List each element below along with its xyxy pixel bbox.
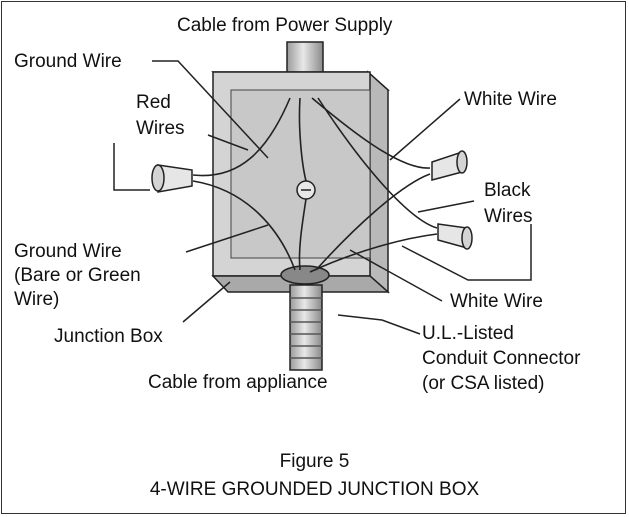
leader-red <box>207 134 249 151</box>
label-red-wires-line1: Red <box>136 92 171 113</box>
label-ground-wire-bottom-line3: Wire) <box>14 289 60 310</box>
wires <box>192 97 438 273</box>
figure-number: Figure 5 <box>279 451 350 472</box>
label-ground-wire-bottom-line1: Ground Wire <box>14 241 122 262</box>
box-cavity <box>230 89 371 259</box>
label-cable-power-supply: Cable from Power Supply <box>177 15 393 36</box>
label-conduit-line3: (or CSA listed) <box>422 373 545 394</box>
ground-screw <box>296 180 316 200</box>
label-conduit-line2: Conduit Connector <box>422 348 581 369</box>
label-junction-box: Junction Box <box>54 326 163 347</box>
label-red-wires-line2: Wires <box>136 118 185 139</box>
label-black-wires-line2: Wires <box>484 206 533 227</box>
box-right-side <box>367 70 389 294</box>
leader-black <box>417 200 475 213</box>
label-black-wires-line1: Black <box>484 180 531 201</box>
wire-nut-left <box>151 164 193 193</box>
appliance-conduit <box>289 284 323 371</box>
leader-junction-box <box>182 281 231 323</box>
leader-white-top <box>389 98 461 161</box>
label-cable-appliance: Cable from appliance <box>148 372 328 393</box>
figure-title: 4-WIRE GROUNDED JUNCTION BOX <box>149 479 480 500</box>
wire-nut-right-bottom <box>437 223 473 250</box>
label-conduit-line1: U.L.-Listed <box>422 323 514 344</box>
leader-red-bracket <box>113 143 150 191</box>
leader-ground-bottom <box>185 224 269 253</box>
wire-nut-right-top <box>431 150 468 181</box>
label-ground-wire-bottom-line2: (Bare or Green <box>14 265 141 286</box>
label-white-wire-top: White Wire <box>464 89 557 110</box>
leader-lines <box>113 60 532 335</box>
leader-white-bottom <box>349 249 443 302</box>
label-white-wire-bottom: White Wire <box>450 291 543 312</box>
leader-black-bracket <box>401 224 532 281</box>
leader-conduit <box>337 314 421 335</box>
leader-ground-top <box>152 60 269 159</box>
knockout-hole <box>280 265 330 285</box>
label-ground-wire-top: Ground Wire <box>14 51 122 72</box>
